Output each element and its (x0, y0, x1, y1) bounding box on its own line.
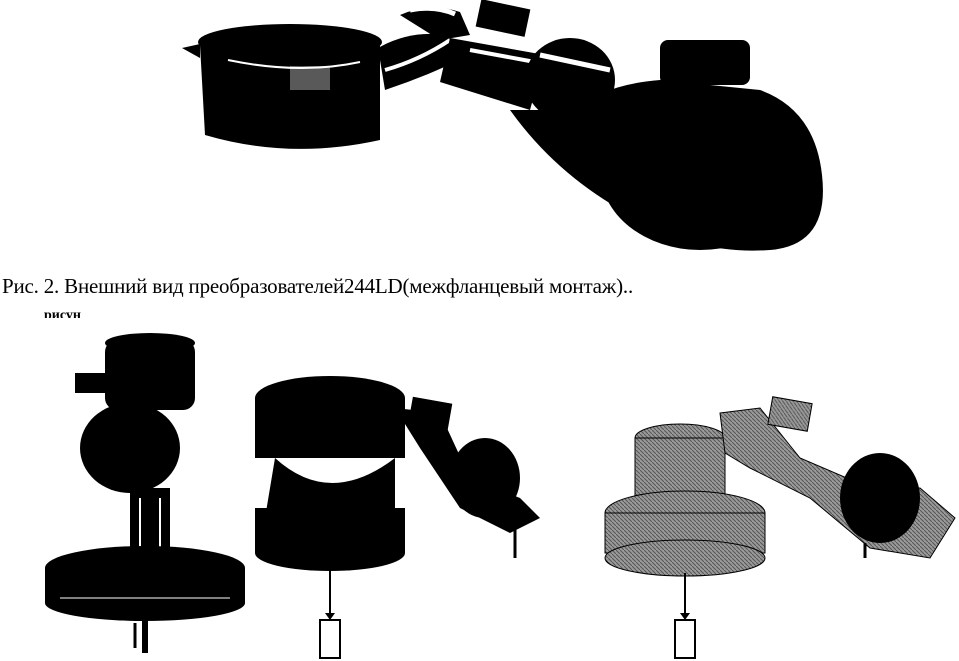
transmitter-hatched-variant (604, 396, 956, 659)
transmitter-top-illustration (182, 0, 823, 251)
transmitter-vertical-variant (45, 333, 245, 653)
transmitter-variants-illustration (45, 333, 956, 659)
partial-heading-text: рисун (44, 309, 81, 318)
figure-caption: Рис. 2. Внешний вид преобразователей244L… (2, 274, 634, 298)
transmitter-wafer-variant (255, 376, 540, 659)
